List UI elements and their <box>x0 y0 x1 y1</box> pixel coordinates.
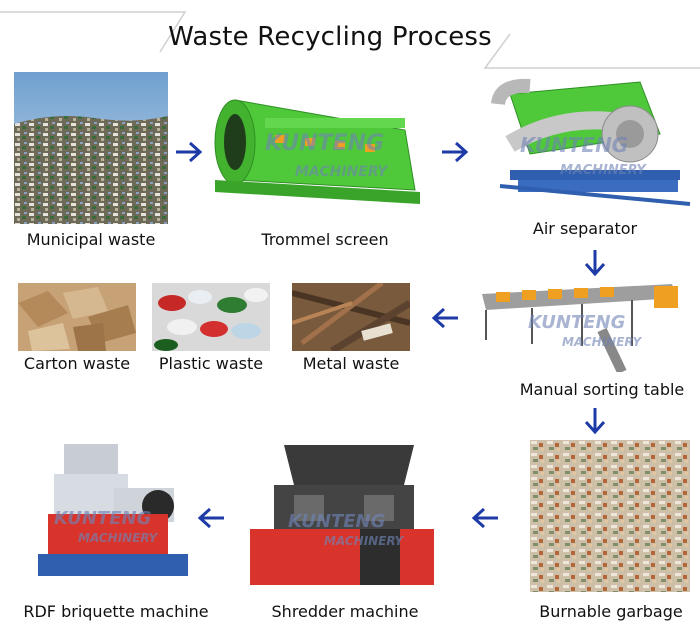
watermark-sub: MACHINERY <box>560 163 647 178</box>
watermark-brand: KUNTENG <box>528 312 625 333</box>
arrow-right-icon <box>442 141 469 163</box>
arrow-down-icon <box>584 408 606 435</box>
step-label-metal-waste: Metal waste <box>302 354 400 373</box>
step-label-rdf-briquette-machine: RDF briquette machine <box>23 602 209 621</box>
plastic-waste-image <box>152 283 270 351</box>
arrow-left-icon <box>471 507 498 529</box>
page-title: Waste Recycling Process <box>168 22 492 52</box>
arrow-down-icon <box>584 250 606 277</box>
watermark-sub: MACHINERY <box>562 335 643 349</box>
manual-sorting-table-image: KUNTENG MACHINERY <box>482 284 678 372</box>
step-label-trommel-screen: Trommel screen <box>261 230 389 249</box>
metal-waste-image <box>292 283 410 351</box>
watermark-brand: KUNTENG <box>520 133 628 157</box>
trommel-screen-image: KUNTENG MACHINERY <box>214 99 420 204</box>
municipal-waste-image <box>14 72 168 224</box>
step-label-burnable-garbage: Burnable garbage <box>539 602 683 621</box>
arrow-left-icon <box>197 507 224 529</box>
step-label-shredder-machine: Shredder machine <box>271 602 419 621</box>
watermark-brand: KUNTENG <box>54 508 151 529</box>
step-label-carton-waste: Carton waste <box>23 354 131 373</box>
step-label-plastic-waste: Plastic waste <box>158 354 264 373</box>
title-frame <box>0 11 700 69</box>
arrow-right-icon <box>176 141 203 163</box>
rdf-briquette-machine-image: KUNTENG MACHINERY <box>38 444 188 576</box>
shredder-machine-image: KUNTENG MACHINERY <box>250 445 434 585</box>
watermark-brand: KUNTENG <box>288 511 385 532</box>
arrow-left-icon <box>431 307 458 329</box>
step-label-manual-sorting-table: Manual sorting table <box>519 380 685 399</box>
watermark-sub: MACHINERY <box>78 531 159 545</box>
watermark-sub: MACHINERY <box>324 534 405 548</box>
step-label-air-separator: Air separator <box>532 219 638 238</box>
air-separator-image: KUNTENG MACHINERY <box>491 78 691 206</box>
carton-waste-image <box>18 283 136 351</box>
burnable-garbage-image <box>530 440 690 592</box>
step-label-municipal-waste: Municipal waste <box>26 230 156 249</box>
